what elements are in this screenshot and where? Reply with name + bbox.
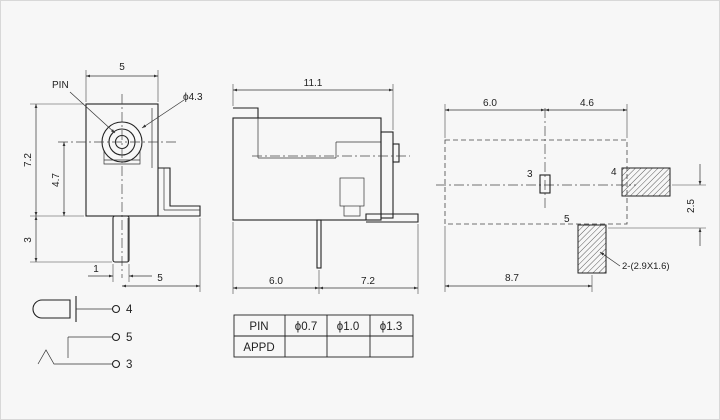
- pin-table: PIN ϕ0.7 ϕ1.0 ϕ1.3 APPD: [233, 314, 414, 358]
- side-housing: [232, 117, 382, 221]
- pad-callout: 2-(2.9X1.6): [622, 261, 670, 272]
- pad-label-5: 5: [564, 214, 570, 225]
- front-dim-width: 5: [119, 62, 125, 73]
- front-dim-pin-length: 3: [23, 237, 34, 243]
- footprint-view: 3 4 5 6.0 4.6 2.5 8.7 2-(2.9X1.6): [436, 98, 706, 292]
- front-dim-center-height: 4.7: [51, 173, 62, 187]
- footprint-dim-right: 4.6: [580, 98, 594, 109]
- front-bracket: [158, 167, 201, 217]
- footprint-dim-bottom: 8.7: [505, 273, 519, 284]
- pad-label-4: 4: [611, 167, 617, 178]
- side-dim-length: 11.1: [304, 78, 323, 89]
- front-hole-dim: ϕ4.3: [183, 92, 203, 103]
- schematic-pin-5: 5: [126, 332, 132, 344]
- footprint-dim-left: 6.0: [483, 98, 497, 109]
- front-solder-pin: [112, 215, 130, 263]
- table-cell-r0c2: ϕ1.0: [337, 321, 359, 333]
- front-view: 5 PIN ϕ4.3 7.2 4.7 3 1 5: [23, 62, 203, 292]
- schematic: 4 5 3: [32, 296, 133, 371]
- table-cell-r0c0: PIN: [249, 321, 268, 333]
- side-dim-right: 7.2: [361, 276, 375, 287]
- pad-5: [577, 224, 607, 274]
- schematic-pin-4: 4: [126, 304, 133, 316]
- front-dim-height: 7.2: [23, 153, 34, 167]
- front-pin-label: PIN: [52, 80, 69, 91]
- pad-4: [621, 167, 671, 197]
- table-cell-r1c0: APPD: [243, 342, 274, 354]
- schematic-pin-3: 3: [126, 359, 132, 371]
- front-dim-bottom-offset: 5: [157, 273, 163, 284]
- schematic-plug: [32, 299, 71, 319]
- pad-label-3: 3: [527, 169, 533, 180]
- side-view: 11.1 6.0 7.2: [232, 78, 419, 294]
- side-pin-left: [316, 219, 322, 269]
- table-cell-r0c1: ϕ0.7: [295, 321, 317, 333]
- footprint-outline: [444, 139, 628, 225]
- footprint-dim-vertical: 2.5: [686, 199, 697, 213]
- side-front-flange: [380, 131, 394, 219]
- table-cell-r0c3: ϕ1.3: [380, 321, 402, 333]
- side-dim-left: 6.0: [269, 276, 283, 287]
- front-dim-pin-offset: 1: [93, 264, 99, 275]
- pad-3: [539, 174, 551, 194]
